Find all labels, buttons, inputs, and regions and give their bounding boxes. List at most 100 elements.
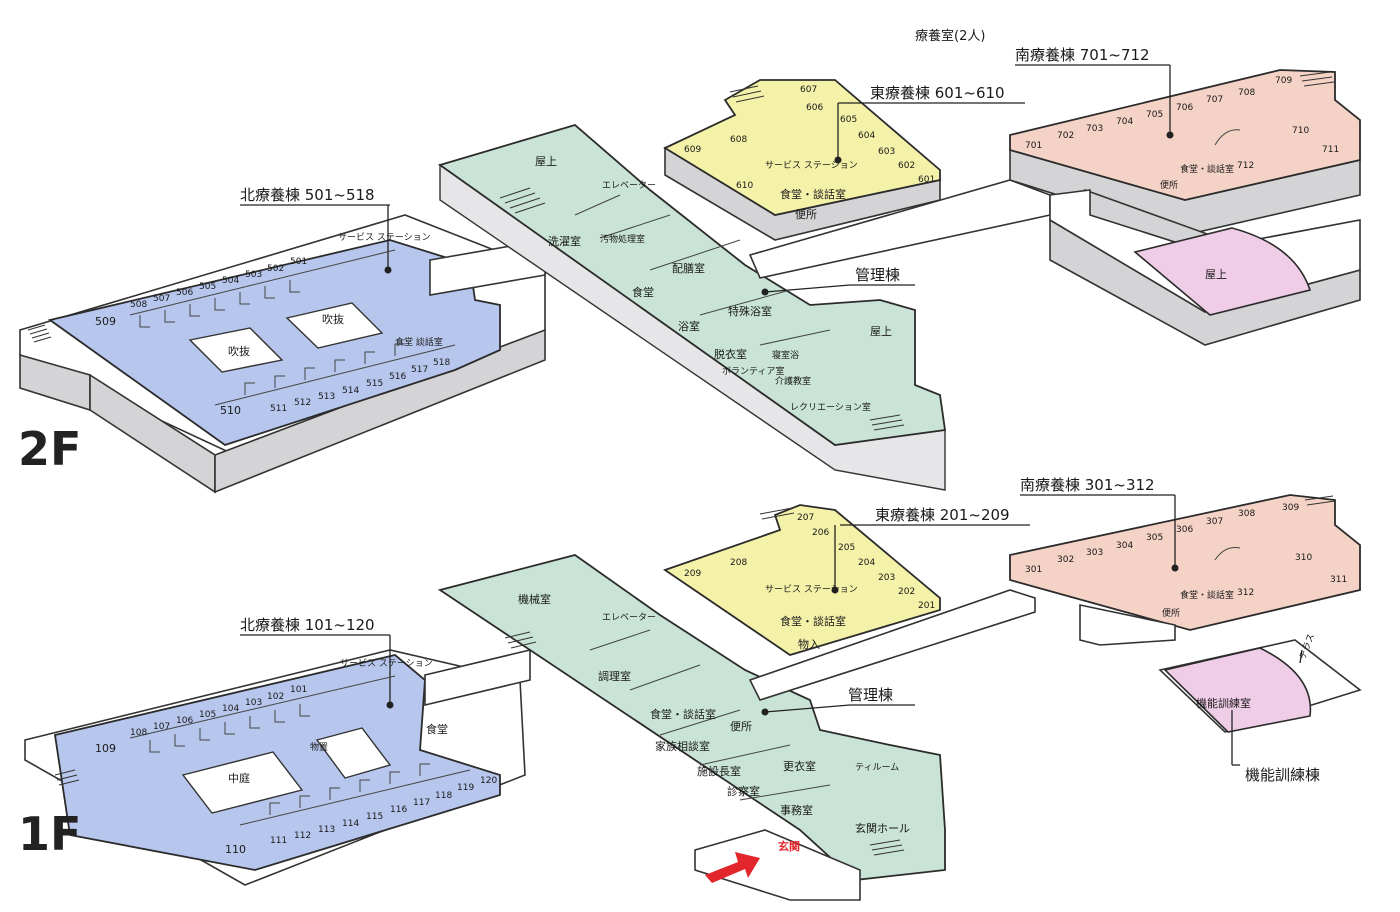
bridge-2f-north-admin <box>429 239 546 296</box>
label-east-1f: 東療養棟 201~209 <box>875 506 1010 524</box>
room-label: 302 <box>1057 555 1074 565</box>
north-2f-void-2 <box>285 302 384 349</box>
room-label: 事務室 <box>780 803 813 817</box>
room-label: 506 <box>176 288 193 298</box>
partitions <box>129 129 1241 826</box>
floor-2f <box>19 69 1361 494</box>
room-label: 205 <box>838 543 855 553</box>
room-label: 食堂・談話室 <box>650 707 716 721</box>
label-north-1f: 北療養棟 101~120 <box>240 616 375 634</box>
south-2f-floor <box>1009 69 1361 201</box>
floor-1f <box>24 494 1362 901</box>
room-label: 食堂 <box>426 722 448 736</box>
east-1f-floor <box>663 504 941 656</box>
room-label: 食堂・談話室 <box>780 614 846 628</box>
room-label: 607 <box>800 85 817 95</box>
rooms-south-2f: 701 702 703 704 705 706 707 708 709 710 … <box>1025 76 1339 281</box>
room-label: 504 <box>222 276 239 286</box>
room-label: 汚物処理室 <box>600 233 645 245</box>
room-label: 502 <box>267 264 284 274</box>
entrance-arrow <box>705 852 760 883</box>
room-label: 105 <box>199 710 216 720</box>
room-label: サービス ステーション <box>765 584 858 595</box>
room-label: 食堂・談話室 <box>780 187 846 201</box>
room-label: 便所 <box>1162 607 1180 619</box>
room-label: 711 <box>1322 145 1339 155</box>
void-label: 吹抜 <box>228 344 250 358</box>
room-label: レクリエーション室 <box>790 401 871 413</box>
room-label: 115 <box>366 812 383 822</box>
room-label: 111 <box>270 836 287 846</box>
room-label: 屋上 <box>870 325 892 338</box>
bridge-1f-north-admin <box>424 648 531 707</box>
void-label: 吹抜 <box>322 312 344 326</box>
room-label: 食堂 <box>632 285 654 299</box>
room-label: 301 <box>1025 565 1042 575</box>
room-label: 201 <box>918 601 935 611</box>
east-2f-floor <box>663 79 941 216</box>
room-label: 708 <box>1238 88 1255 98</box>
south-2f-roof-deck <box>1133 227 1312 316</box>
room-label: 505 <box>199 282 216 292</box>
room-label: 洗濯室 <box>548 234 581 248</box>
room-label: 709 <box>1275 76 1292 86</box>
room-label: 104 <box>222 704 239 714</box>
room-label: 102 <box>267 692 284 702</box>
room-label: 食堂・談話室 <box>1180 589 1234 601</box>
room-label: 308 <box>1238 509 1255 519</box>
rooms-north-1f: 108 107 106 105 104 103 102 101 109 110 … <box>95 658 497 856</box>
room-label: 寝室浴 <box>772 349 799 361</box>
room-label: エレベーター <box>602 180 656 191</box>
room-label: 109 <box>95 742 116 755</box>
room-label: 701 <box>1025 141 1042 151</box>
room-label: 介護教室 <box>775 375 811 387</box>
room-label: 110 <box>225 843 246 856</box>
north-2f-floor <box>47 239 501 446</box>
rooms-south-1f: 301 302 303 304 305 306 307 308 309 310 … <box>1025 503 1347 619</box>
room-label: 602 <box>898 161 915 171</box>
south-1f-stairs <box>1304 495 1336 506</box>
room-label: 609 <box>684 145 701 155</box>
floor-label-2f: 2F <box>18 422 81 476</box>
leaders <box>240 64 1303 766</box>
label-east-2f: 東療養棟 601~610 <box>870 84 1005 102</box>
admin-2f-stairs <box>499 187 905 431</box>
room-label: 屋上 <box>1205 268 1227 281</box>
room-label: エレベーター <box>602 612 656 623</box>
dining-label: 食堂 談話室 <box>395 336 443 348</box>
room-label: ボランティア室 <box>722 365 784 377</box>
room-label: 705 <box>1146 110 1163 120</box>
room-label: 208 <box>730 558 747 568</box>
south-1f-rehab-frame <box>1079 604 1176 646</box>
room-label: 704 <box>1116 117 1133 127</box>
note-south-2f: 療養室(2人) <box>915 28 985 44</box>
room-label: 玄関ホール <box>855 821 910 835</box>
entrance-label: 玄関 <box>778 839 800 853</box>
south-2f-stairs <box>1299 71 1335 87</box>
room-label: 機械室 <box>518 592 551 606</box>
bridge-1f-admin-east <box>748 589 1036 701</box>
room-label: 517 <box>411 365 428 375</box>
room-label: 515 <box>366 379 383 389</box>
room-label: 707 <box>1206 95 1223 105</box>
east-1f-stairs <box>759 507 795 520</box>
room-label: 507 <box>153 294 170 304</box>
north-1f-void-right <box>315 727 392 779</box>
room-label: 702 <box>1057 131 1074 141</box>
room-label: 605 <box>840 115 857 125</box>
rooms-east-1f: 207 206 205 204 203 202 201 208 209 サービス… <box>684 513 935 651</box>
label-south-2f: 南療養棟 701~712 <box>1015 46 1150 64</box>
room-label: 309 <box>1282 503 1299 513</box>
room-label: 603 <box>878 147 895 157</box>
room-label: 108 <box>130 728 147 738</box>
room-label: 305 <box>1146 533 1163 543</box>
room-label: 710 <box>1292 126 1309 136</box>
room-label: 屋上 <box>535 155 557 168</box>
north-2f-void-1 <box>188 327 284 373</box>
room-label: 511 <box>270 404 287 414</box>
room-label: ティルーム <box>855 762 899 773</box>
rooms-admin-2f: 屋上 エレベーター 洗濯室 汚物処理室 配膳室 食堂 特殊浴室 浴室 脱衣室 寝… <box>535 155 892 413</box>
room-label: 107 <box>153 722 170 732</box>
service-station: サービス ステーション <box>338 232 431 243</box>
room-label: 508 <box>130 300 147 310</box>
